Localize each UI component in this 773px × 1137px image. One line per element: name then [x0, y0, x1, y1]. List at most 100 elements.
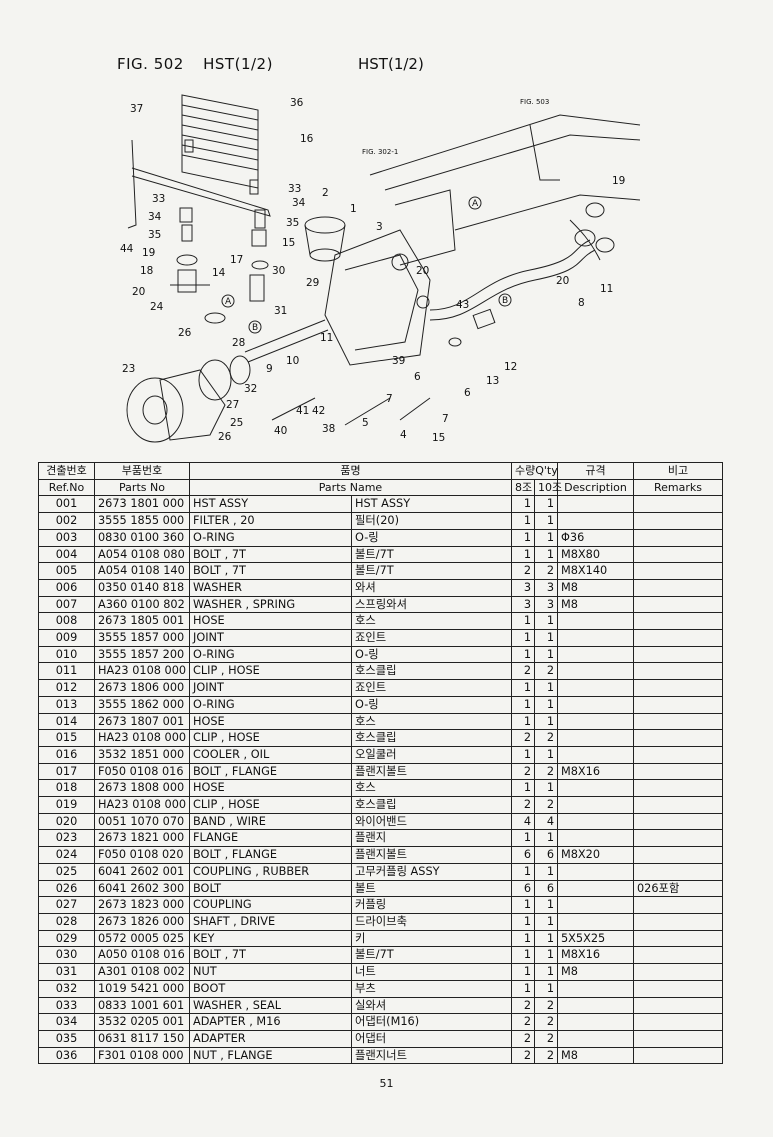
cell-qty-10: 1: [534, 645, 558, 664]
cell-name-kr: 오일쿨러: [351, 745, 512, 764]
cell-description: M8X80: [557, 545, 634, 564]
callout: 15: [282, 237, 295, 249]
cell-remarks: [633, 578, 723, 597]
cell-name-en: BOOT: [189, 979, 352, 998]
header-remarks: 비고: [633, 462, 723, 480]
cell-name-kr: 고무커플링 ASSY: [351, 862, 512, 881]
cell-ref-no: 023: [38, 829, 95, 848]
cell-parts-no: 3555 1862 000: [94, 695, 190, 714]
cell-description: [557, 896, 634, 914]
cell-ref-no: 030: [38, 946, 95, 965]
cell-description: [557, 862, 634, 881]
cell-remarks: [633, 762, 723, 781]
cell-ref-no: 028: [38, 912, 95, 931]
cell-qty-8: 1: [511, 946, 535, 965]
cell-description: [557, 1029, 634, 1048]
cell-description: [557, 512, 634, 530]
cell-ref-no: 032: [38, 979, 95, 998]
cell-name-en: ADAPTER: [189, 1029, 352, 1048]
cell-name-kr: 와셔: [351, 578, 512, 597]
cell-remarks: [633, 963, 723, 981]
cell-parts-no: 2673 1826 000: [94, 912, 190, 931]
marker-b: B: [252, 323, 258, 333]
cell-remarks: [633, 796, 723, 814]
cell-qty-10: 6: [534, 846, 558, 864]
hst-assy-drawing: [324, 229, 431, 366]
cell-name-kr: 드라이브축: [351, 912, 512, 931]
cell-description: [557, 712, 634, 731]
cell-description: M8X140: [557, 562, 634, 580]
callout: 8: [578, 297, 585, 309]
cell-remarks: [633, 745, 723, 764]
callout: 7: [386, 393, 393, 405]
cell-parts-no: 2673 1806 000: [94, 679, 190, 697]
exploded-parts-diagram: 37 36 16 33 34 35 19 18 20 24 26 23 44 1…: [120, 94, 641, 444]
cell-qty-10: 1: [534, 912, 558, 931]
cell-ref-no: 024: [38, 846, 95, 864]
cell-qty-8: 2: [511, 562, 535, 580]
cell-ref-no: 014: [38, 712, 95, 731]
table-header-row: 견출번호 부품번호 품명 수량Q'ty 규격 비고: [38, 462, 723, 480]
cell-ref-no: 015: [38, 729, 95, 747]
callout: 4: [400, 429, 407, 441]
callout: 44: [120, 243, 134, 255]
cell-qty-8: 2: [511, 1029, 535, 1048]
cell-name-en: BOLT , FLANGE: [189, 846, 352, 864]
cell-qty-8: 1: [511, 712, 535, 731]
marker-a: A: [472, 199, 479, 209]
cell-ref-no: 025: [38, 862, 95, 881]
callout: 30: [272, 265, 285, 277]
cell-ref-no: 008: [38, 612, 95, 631]
callout: 19: [142, 247, 155, 259]
cell-remarks: [633, 612, 723, 631]
cell-qty-8: 1: [511, 829, 535, 848]
cell-remarks: [633, 979, 723, 998]
cell-description: Φ36: [557, 528, 634, 547]
cell-name-kr: 필터(20): [351, 512, 512, 530]
cell-qty-10: 2: [534, 1046, 558, 1065]
flange-drawing: [126, 377, 184, 443]
cell-description: [557, 629, 634, 647]
cell-name-kr: 커플링: [351, 896, 512, 914]
cell-name-kr: 부츠: [351, 979, 512, 998]
cell-remarks: [633, 679, 723, 697]
cell-description: [557, 745, 634, 764]
cell-parts-no: 0572 0005 025: [94, 929, 190, 948]
cell-ref-no: 002: [38, 512, 95, 530]
cell-qty-8: 2: [511, 1046, 535, 1065]
callout: 37: [130, 103, 143, 115]
cell-parts-no: 2673 1823 000: [94, 896, 190, 914]
figure-reference: FIG. 503: [520, 98, 549, 106]
cell-name-en: BOLT , 7T: [189, 946, 352, 965]
cell-ref-no: 020: [38, 812, 95, 831]
cell-qty-10: 2: [534, 562, 558, 580]
cell-qty-10: 1: [534, 896, 558, 914]
cell-description: [557, 1013, 634, 1031]
header-description-en: Description: [557, 478, 634, 497]
cell-parts-no: HA23 0108 000: [94, 796, 190, 814]
cell-remarks: [633, 929, 723, 948]
cell-ref-no: 003: [38, 528, 95, 547]
callout: 34: [148, 211, 162, 223]
cell-remarks: [633, 829, 723, 848]
cell-parts-no: 3555 1855 000: [94, 512, 190, 530]
callout: 28: [232, 337, 245, 349]
marker-a: A: [225, 297, 232, 307]
cell-description: M8: [557, 1046, 634, 1065]
figure-reference: FIG. 302-1: [362, 148, 398, 156]
cell-ref-no: 031: [38, 963, 95, 981]
callout: 23: [122, 363, 135, 375]
cell-qty-10: 2: [534, 996, 558, 1015]
cell-parts-no: A054 0108 080: [94, 545, 190, 564]
cell-qty-10: 1: [534, 495, 558, 514]
callout: 29: [306, 277, 319, 289]
cell-parts-no: 2673 1807 001: [94, 712, 190, 731]
